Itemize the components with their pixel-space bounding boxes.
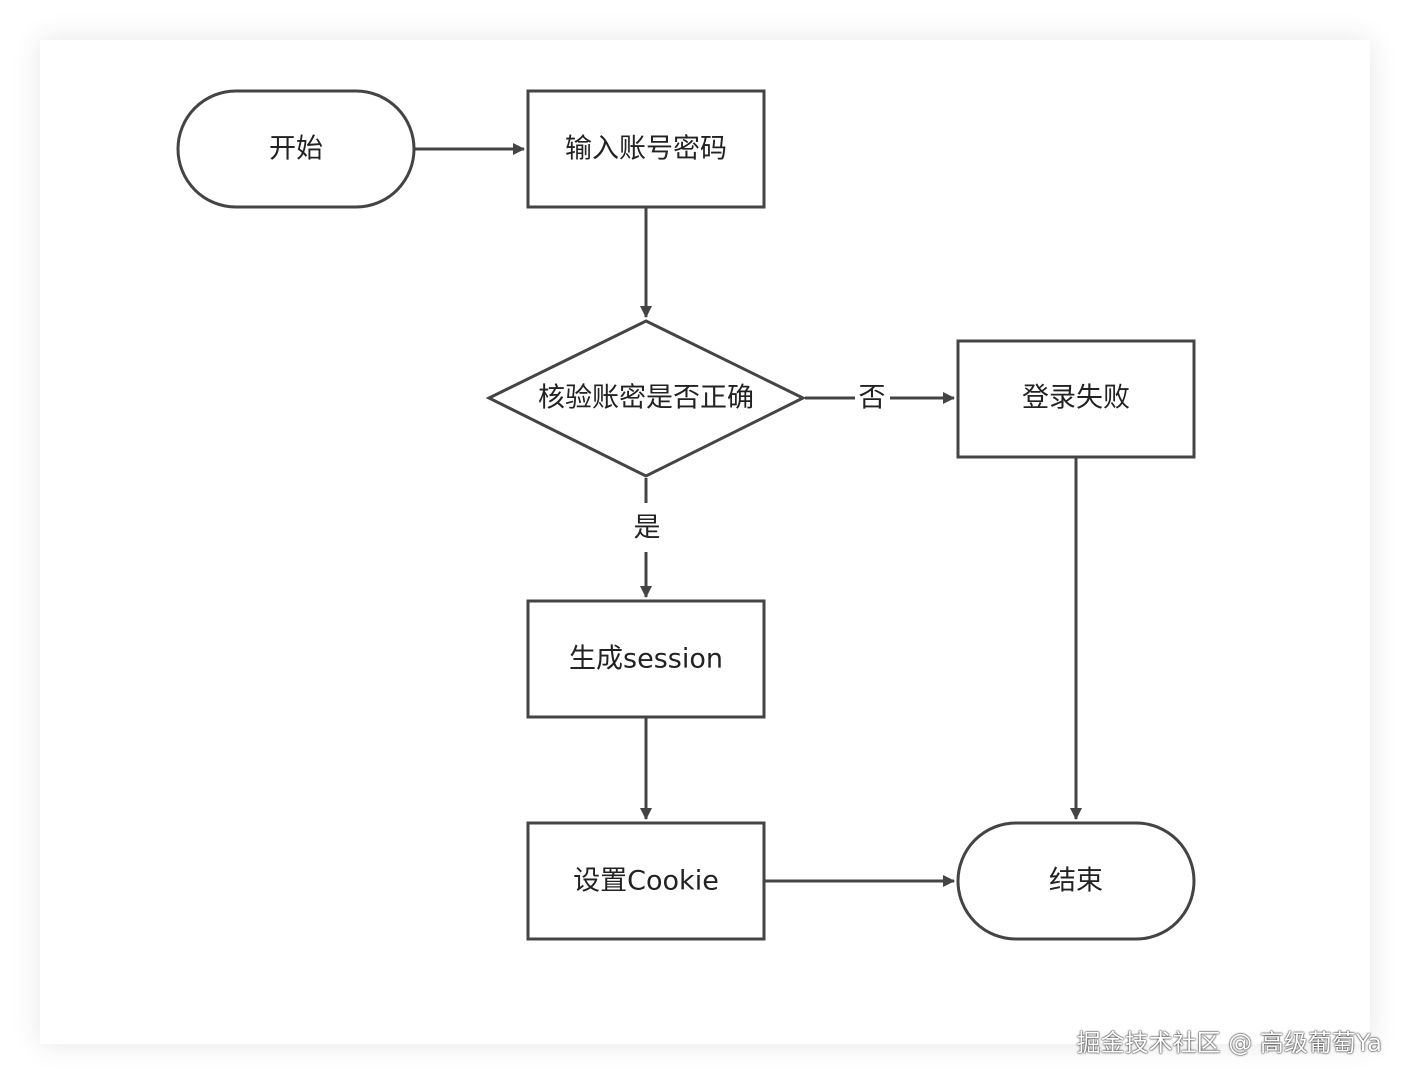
watermark: 掘金技术社区 @ 高级葡萄Ya: [1076, 1029, 1382, 1057]
input-credentials-box: [526, 89, 766, 209]
end-terminal: [956, 821, 1196, 941]
generate-session-box: [526, 599, 766, 719]
start-label: 开始: [269, 134, 323, 165]
set-cookie-label: 设置Cookie: [573, 866, 719, 897]
edge-label-yes: 是: [634, 513, 661, 544]
verify-decision-label: 核验账密是否正确: [538, 383, 754, 414]
login-failed-label: 登录失败: [1022, 383, 1130, 414]
verify-decision-diamond: [485, 319, 807, 478]
generate-session-label: 生成session: [569, 644, 723, 675]
input-credentials-label: 输入账号密码: [565, 134, 727, 165]
set-cookie-box: [526, 821, 766, 941]
end-label: 结束: [1049, 866, 1103, 897]
edge-label-no: 否: [859, 383, 886, 414]
start-terminal: [176, 89, 416, 209]
login-failed-box: [956, 339, 1196, 459]
